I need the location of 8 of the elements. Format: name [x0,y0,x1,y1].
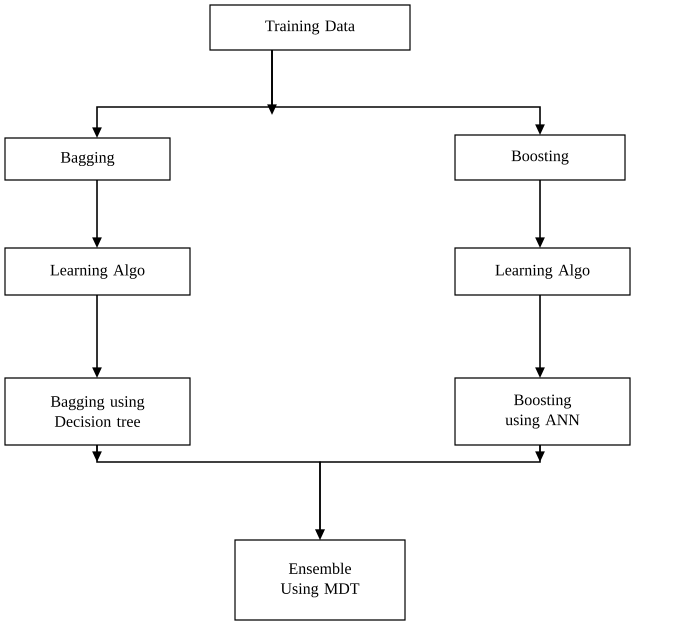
process-box: Learning Algo [454,247,631,296]
process-box: Learning Algo [4,247,191,296]
process-box: Training Data [209,4,411,51]
process-box: Bagging [4,137,171,181]
process-box: Boosting [454,134,626,181]
process-box: Bagging using Decision tree [4,377,191,446]
process-box: Boosting using ANN [454,377,631,446]
process-box: Ensemble Using MDT [234,539,406,621]
